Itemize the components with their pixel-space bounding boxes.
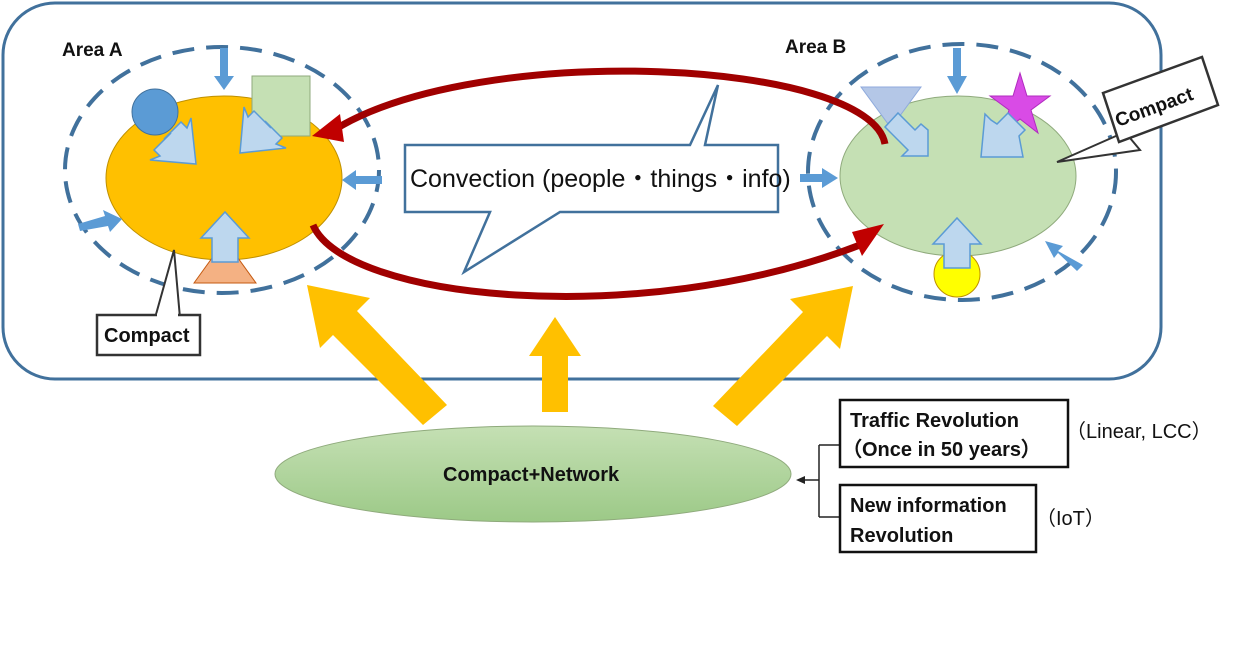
area-b-callout-box xyxy=(1101,55,1220,144)
info-revolution-box xyxy=(838,483,1038,554)
support-arrow-right xyxy=(713,286,853,426)
area-b-inflow-arrow-left xyxy=(800,168,838,188)
traffic-revolution-line1: Traffic Revolution xyxy=(850,410,1019,432)
area-a-inflow-arrow-left xyxy=(78,210,122,232)
traffic-revolution-line2: （Once in 50 years） xyxy=(842,438,1041,461)
area-a-title: Area A xyxy=(62,40,123,61)
area-b-arrow-from-star xyxy=(980,111,1027,158)
traffic-revolution-note: （Linear, LCC） xyxy=(1066,420,1212,443)
convection-arrowhead-top xyxy=(312,114,344,142)
area-a-circle-node xyxy=(131,88,179,136)
convection-label: Convection (people・things・info) xyxy=(410,165,791,193)
convection-loop xyxy=(309,67,889,300)
area-a-inflow-arrow-top xyxy=(214,48,234,90)
convection-bubble-shape xyxy=(403,84,780,276)
info-revolution-line1: New information xyxy=(850,495,1007,517)
support-arrows xyxy=(307,285,853,426)
area-b-arrow-from-circle xyxy=(931,216,983,269)
area-b-inflow-arrow-top xyxy=(947,48,967,94)
revolution-bracket xyxy=(803,444,840,518)
network-ellipse xyxy=(274,425,792,523)
area-a-arrow-from-square xyxy=(239,106,287,154)
area-a-callout-text: Compact xyxy=(104,325,190,347)
info-revolution-note: （IoT） xyxy=(1036,507,1105,530)
outer-frame xyxy=(1,1,1163,381)
area-b-title: Area B xyxy=(785,37,846,58)
convection-arrow-bottom xyxy=(309,223,862,300)
traffic-revolution-box xyxy=(838,398,1070,469)
area-a-arrow-from-triangle xyxy=(199,210,251,263)
area-a-arrow-from-circle xyxy=(149,117,197,165)
revolution-bracket-arrowhead xyxy=(796,476,805,484)
area-b-triangle-node xyxy=(860,86,922,129)
area-a-callout-box xyxy=(95,313,202,357)
convection-bubble: Convection (people・things・info) xyxy=(403,84,791,276)
area-a-group: Area A Compact xyxy=(62,40,382,357)
area-b-star-node xyxy=(988,71,1052,135)
area-b-dashed-boundary xyxy=(806,42,1118,302)
info-revolution-line2: Revolution xyxy=(850,525,953,547)
area-a-dashed-boundary xyxy=(63,45,381,295)
support-arrow-left xyxy=(307,285,447,425)
convection-arrow-top xyxy=(332,67,889,145)
network-label: Compact+Network xyxy=(443,464,620,486)
area-b-arrow-from-triangle xyxy=(883,111,929,157)
support-arrow-center xyxy=(529,317,581,412)
area-a-inflow-arrow-right xyxy=(342,170,382,190)
convection-arrowhead-bottom xyxy=(852,224,884,256)
area-b-group: Area B Compact xyxy=(785,37,1220,302)
area-b-inflow-arrow-bottom-right xyxy=(1045,241,1083,271)
